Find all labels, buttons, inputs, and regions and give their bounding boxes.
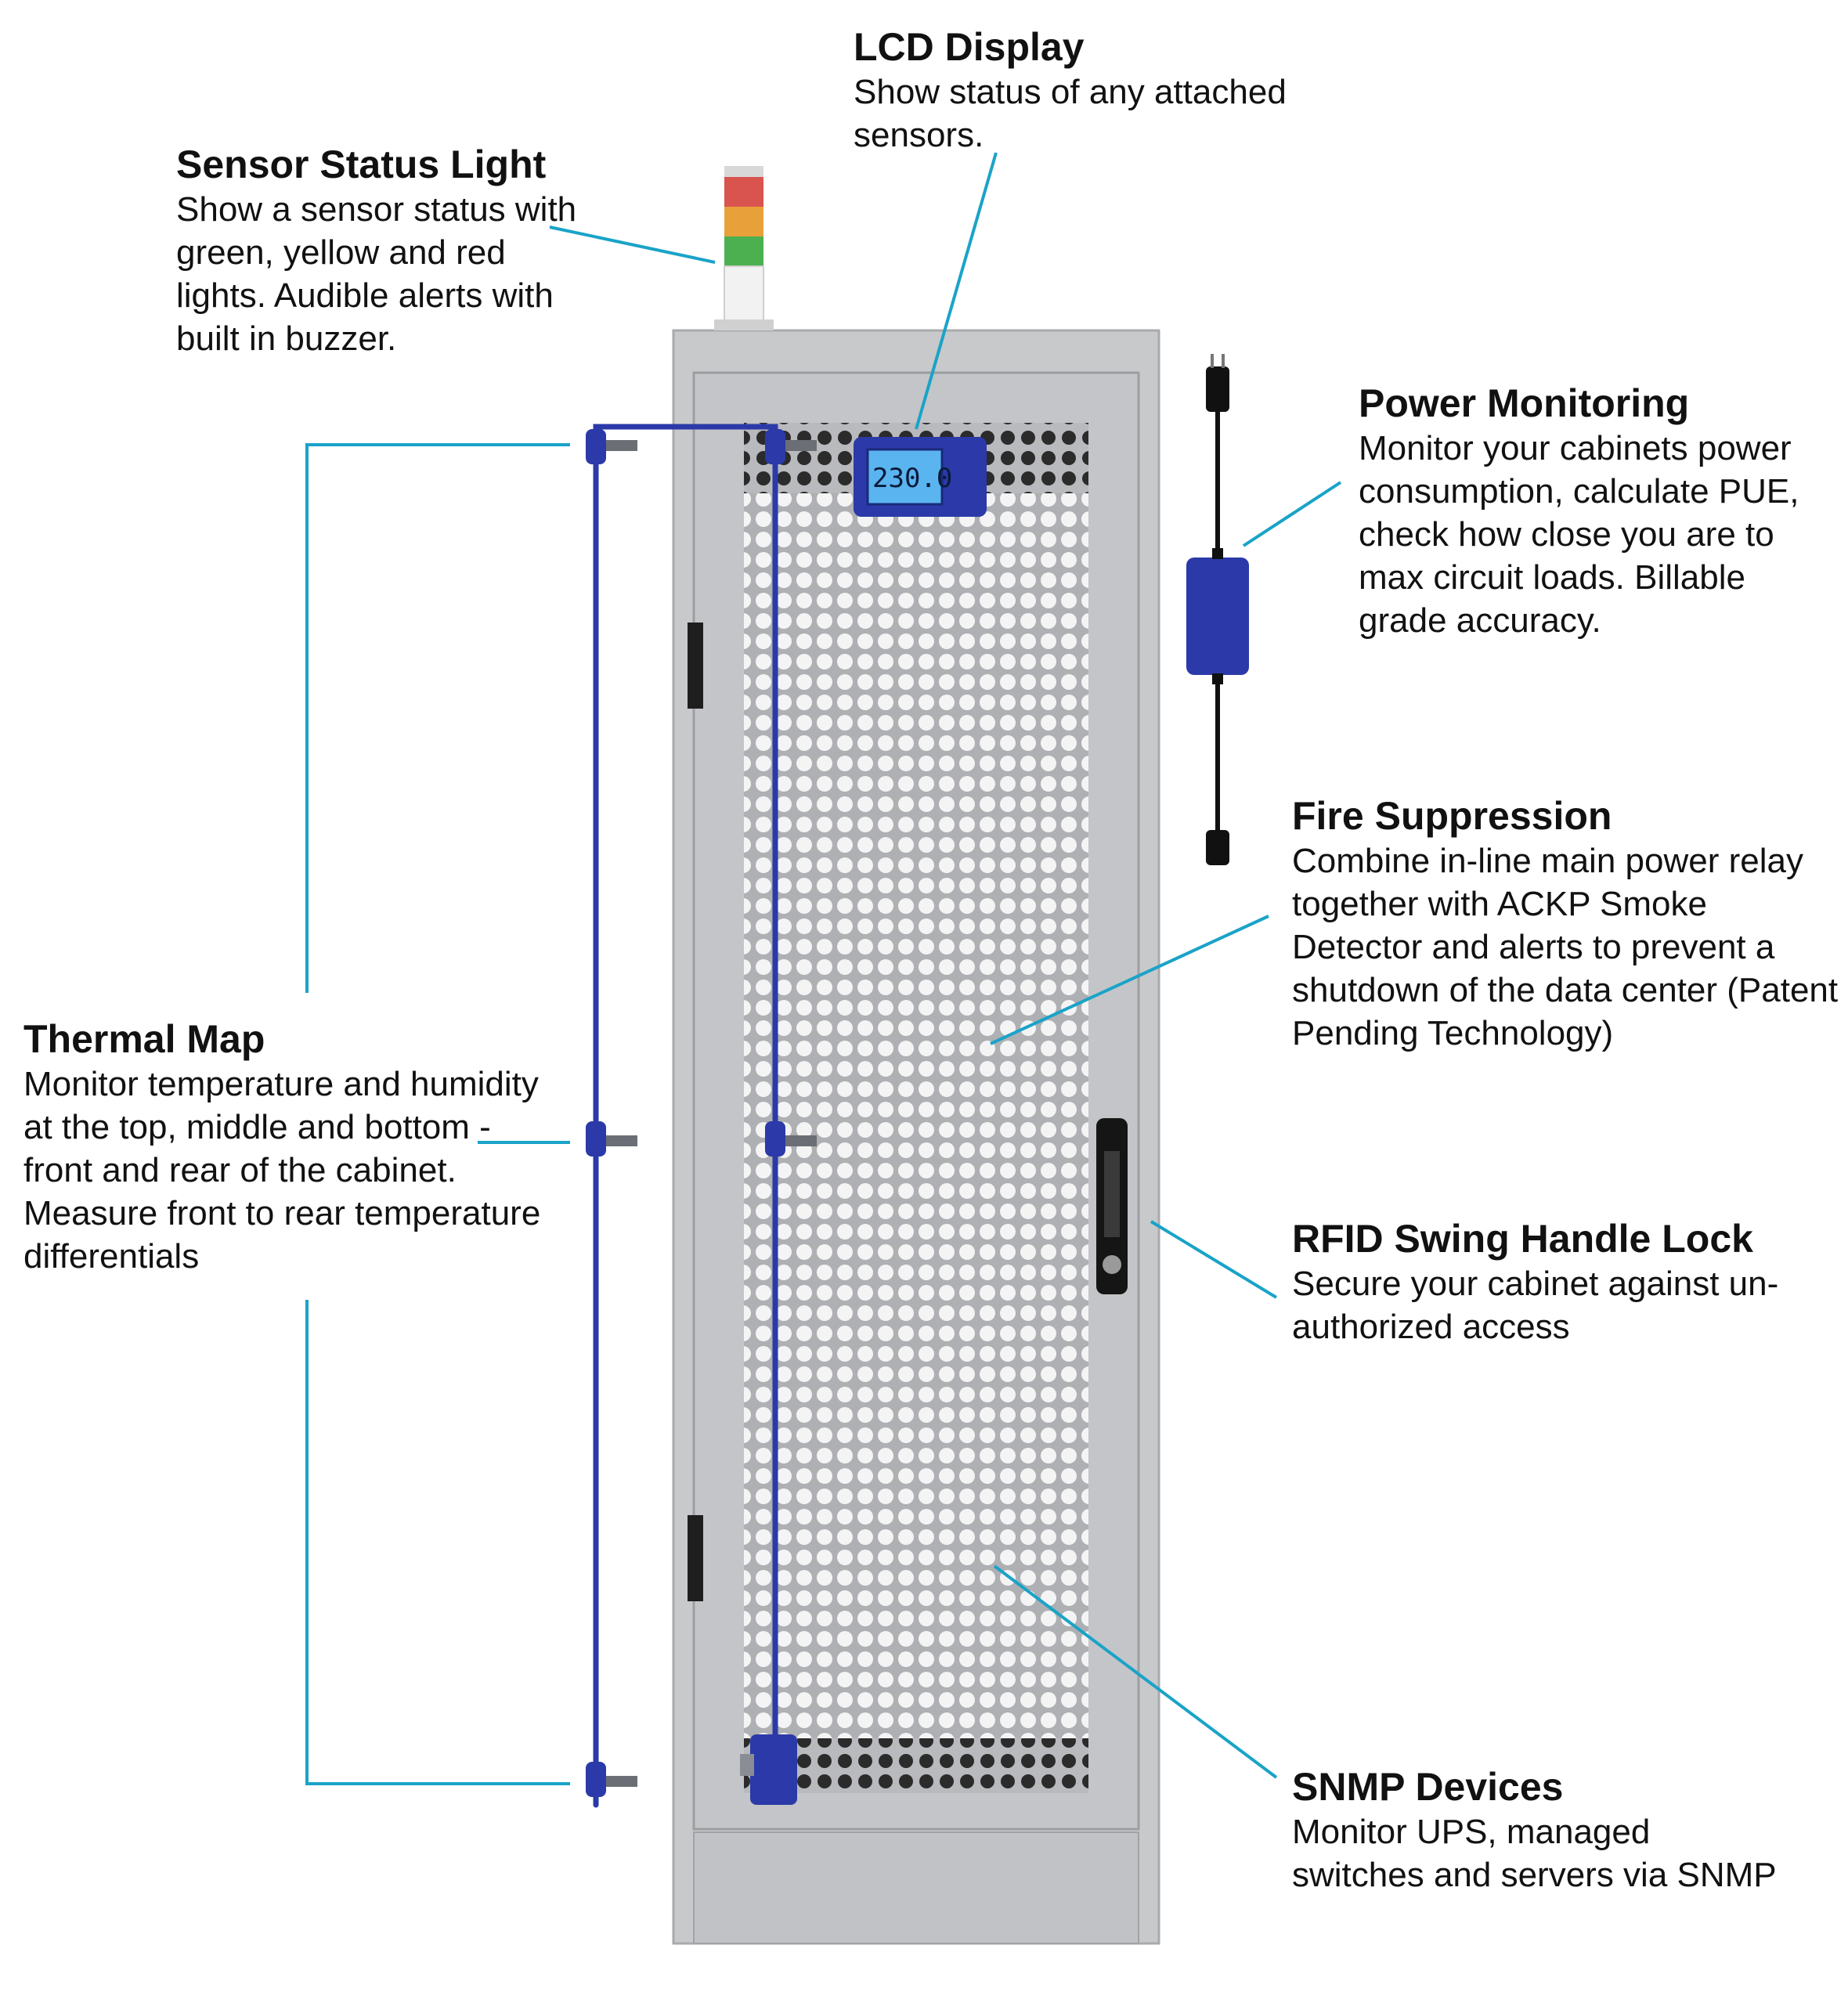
callout-title: Sensor Status Light [176, 143, 547, 186]
callout-description: Monitor temperature and humidity at the … [23, 1065, 541, 1276]
perforation-band-bottom [744, 1738, 1088, 1793]
callout-lcd-display: LCD Display Show status of any attached … [854, 23, 1402, 157]
thermal-sensor-bottom-front [586, 1762, 637, 1797]
callout-description: Show a sensor status with green, yellow … [176, 190, 577, 358]
leader-fire [990, 915, 1269, 1045]
thermal-sensor-mid-front [586, 1121, 637, 1157]
callout-title: Power Monitoring [1359, 381, 1690, 425]
perforated-door-panel [744, 423, 1088, 1785]
callout-title: Thermal Map [23, 1017, 265, 1061]
lcd-reading: 230.0 [872, 463, 952, 494]
thermal-sensor-mid-rear [765, 1121, 817, 1157]
power-monitor-cord [1186, 354, 1249, 865]
callout-title: RFID Swing Handle Lock [1292, 1217, 1753, 1261]
leader-thermal-bracket-bottom [305, 1300, 570, 1785]
leader-thermal-bracket-top [305, 443, 570, 993]
callout-description: Show status of any attached sensors. [854, 73, 1287, 154]
callout-description: Combine in-line main power relay togethe… [1292, 842, 1839, 1052]
thermal-sensor-top-front [586, 429, 637, 464]
leader-lcd [915, 152, 998, 430]
callout-power-monitoring: Power Monitoring Monitor your cabinets p… [1359, 380, 1836, 642]
server-cabinet [672, 329, 1160, 1945]
leader-status [549, 226, 716, 264]
callout-sensor-status-light: Sensor Status Light Show a sensor status… [176, 141, 583, 360]
hinge-bottom [688, 1515, 703, 1601]
leader-snmp [993, 1564, 1278, 1779]
callout-description: Monitor your cabinets power consumption,… [1359, 429, 1799, 640]
sensor-status-light [714, 166, 774, 330]
base-sensor-unit [740, 1734, 797, 1805]
callout-description: Monitor UPS, managed switches and server… [1292, 1813, 1777, 1894]
callout-rfid-swing-handle-lock: RFID Swing Handle Lock Secure your cabin… [1292, 1215, 1840, 1348]
thermal-sensor-top-rear [765, 429, 817, 464]
lcd-display-unit: 230.0 [854, 437, 987, 517]
callout-description: Secure your cabinet against un-authorize… [1292, 1265, 1779, 1346]
callout-title: SNMP Devices [1292, 1765, 1564, 1809]
leader-power [1242, 481, 1342, 547]
callout-title: Fire Suppression [1292, 794, 1612, 838]
callout-fire-suppression: Fire Suppression Combine in-line main po… [1292, 792, 1840, 1055]
callout-snmp-devices: SNMP Devices Monitor UPS, managed switch… [1292, 1763, 1778, 1896]
callout-title: LCD Display [854, 25, 1085, 69]
hinge-top [688, 622, 703, 709]
callout-thermal-map: Thermal Map Monitor temperature and humi… [23, 1016, 556, 1278]
rfid-swing-handle-lock [1096, 1118, 1128, 1294]
leader-rfid [1150, 1220, 1278, 1299]
leader-lines [305, 152, 1342, 1785]
